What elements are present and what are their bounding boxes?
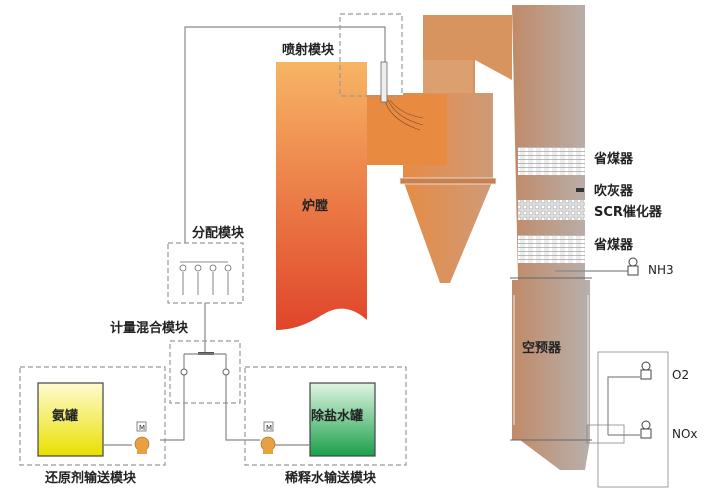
svg-text:M: M	[266, 424, 272, 432]
distribution-module-box	[167, 242, 244, 304]
demin-water-tank	[309, 382, 376, 457]
soot-blower-icon	[576, 188, 584, 192]
ammonia-tank-label: 氨罐	[51, 408, 78, 424]
demin-water-tank-label: 除盐水罐	[311, 408, 363, 424]
reductant-delivery-module-box	[19, 366, 166, 466]
flue-tower	[510, 5, 592, 470]
nox-analyzer-icon	[640, 420, 652, 439]
ammonia-tank	[37, 382, 104, 457]
economizer-lower-label: 省煤器	[593, 237, 634, 253]
furnace: 炉膛	[276, 62, 367, 330]
metering-mixing-module-label: 计量混合模块	[110, 320, 189, 336]
nox-analyzer-label: NOx	[672, 427, 698, 441]
scr-catalyst-label: SCR催化器	[594, 204, 663, 220]
distribution-valves	[179, 261, 232, 295]
o2-analyzer-label: O2	[672, 368, 689, 382]
distribution-module-label: 分配模块	[192, 225, 245, 241]
o2-analyzer-icon	[640, 361, 652, 380]
nh3-analyzer-icon	[627, 257, 639, 276]
cyclone-separator	[367, 15, 512, 283]
reductant-delivery-module-label: 还原剂输送模块	[44, 470, 137, 486]
economizer-upper-bank	[518, 147, 585, 175]
metering-mixing-module-box	[169, 340, 241, 404]
analyzer-enclosure	[597, 351, 669, 488]
nh3-analyzer-label: NH3	[648, 263, 674, 277]
svg-text:M: M	[139, 424, 145, 432]
dilution-pump-icon: M	[260, 421, 276, 454]
soot-blower-label: 吹灰器	[594, 183, 634, 199]
dilution-water-module-box	[244, 366, 407, 466]
furnace-label: 炉膛	[302, 198, 328, 214]
injection-module-label: 喷射模块	[282, 42, 335, 58]
economizer-upper-label: 省煤器	[593, 151, 634, 167]
air-preheater-label: 空预器	[522, 340, 562, 356]
dilution-water-module-label: 稀释水输送模块	[285, 470, 377, 486]
scr-catalyst-layer	[518, 200, 585, 220]
reductant-pump-icon: M	[134, 421, 150, 454]
economizer-lower-bank	[518, 235, 585, 263]
injection-lance-icon	[380, 61, 388, 103]
feed-pipe-to-injection	[184, 26, 386, 243]
